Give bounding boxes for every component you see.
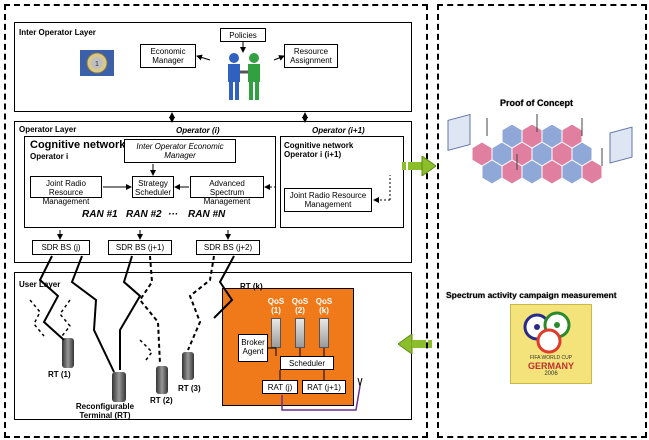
sdr-bs-j-label: SDR BS (j) — [41, 243, 81, 252]
ran-2-label: RAN #2 — [126, 209, 162, 220]
cognitive-network-2-title: Cognitive network Operator i (i+1) — [284, 141, 353, 159]
operator-layer-title: Operator Layer — [19, 125, 77, 134]
cognitive-network-2-title-line2: Operator i (i+1) — [284, 150, 342, 159]
cognitive-network-title-line1: Cognitive network — [30, 139, 126, 151]
qos-k-label-line1: QoS — [315, 297, 333, 306]
sdr-bs-j-box: SDR BS (j) — [32, 240, 90, 255]
rat-j1-label: RAT (j+1) — [307, 383, 341, 392]
jrrm-2-box: Joint Radio Resource Management — [284, 188, 372, 212]
resource-assignment-label: Resource Assignment — [290, 47, 332, 65]
inter-operator-title: Inter Operator Layer — [19, 28, 96, 37]
scheduler-box: Scheduler — [280, 356, 334, 370]
rat-j1-box: RAT (j+1) — [302, 380, 346, 394]
phone-rt3-icon — [182, 352, 194, 380]
jrrm-2-label: Joint Radio Resource Management — [289, 191, 367, 209]
reconfigurable-terminal-text: Reconfigurable Terminal (RT) — [75, 402, 135, 420]
qos-1-label: QoS (1) — [266, 297, 286, 315]
ran-dots-label: ··· — [168, 209, 178, 220]
scheduler-label: Scheduler — [288, 359, 326, 368]
phone-rt2-icon — [156, 366, 168, 394]
phone-rt1-icon — [62, 338, 74, 368]
rt-3-label: RT (3) — [178, 384, 201, 393]
world-cup-line1: FIFA WORLD CUP — [529, 355, 573, 361]
cognitive-network-2-title-line1: Cognitive network — [284, 141, 354, 150]
advanced-spectrum-box: Advanced Spectrum Management — [190, 176, 264, 206]
cognitive-network-operator-i1 — [280, 136, 404, 228]
qos-k-label: QoS (k) — [314, 297, 334, 315]
policies-label: Policies — [229, 31, 257, 40]
user-layer-title: User Layer — [19, 280, 61, 289]
sdr-bs-j1-label: SDR BS (j+1) — [115, 243, 165, 252]
qos-2-label-line2: (2) — [295, 306, 305, 315]
advanced-spectrum-label: Advanced Spectrum Management — [203, 179, 251, 206]
operator-i1-label: Operator (i+1) — [312, 126, 365, 135]
cognitive-network-title: Cognitive network Operator i — [30, 140, 125, 162]
operator-i-label: Operator (i) — [176, 126, 220, 135]
broker-agent-box: Broker Agent — [238, 334, 268, 362]
world-cup-emblem-icon — [523, 311, 571, 354]
qos-1-label-line1: QoS — [267, 297, 285, 306]
svg-text:1: 1 — [95, 61, 99, 68]
rat-j-box: RAT (j) — [262, 380, 298, 394]
qos-k-bar — [319, 318, 329, 348]
qos-2-label: QoS (2) — [290, 297, 310, 315]
jrrm-label: Joint Radio Resource Management — [42, 179, 90, 206]
inter-operator-economic-manager-label: Inter Operator Economic Manager — [136, 142, 224, 160]
sdr-bs-j2-label: SDR BS (j+2) — [203, 243, 253, 252]
jrrm-box: Joint Radio Resource Management — [30, 176, 102, 206]
euro-coin-icon: 1 — [80, 50, 114, 76]
world-cup-line3: 2006 — [544, 371, 558, 377]
rat-j-label: RAT (j) — [267, 383, 293, 392]
ran-n-label: RAN #N — [188, 209, 226, 220]
policies-box: Policies — [220, 28, 266, 42]
rt-1-label: RT (1) — [48, 370, 71, 379]
rt-2-label: RT (2) — [150, 396, 173, 405]
spectrum-campaign-title: Spectrum activity campaign measurement — [446, 290, 617, 300]
inter-operator-economic-manager-box: Inter Operator Economic Manager — [124, 139, 236, 163]
handshake-people-icon — [222, 50, 266, 104]
proof-of-concept-illustration — [442, 108, 642, 192]
proof-of-concept-title: Proof of Concept — [500, 98, 573, 108]
world-cup-logo: FIFA WORLD CUP GERMANY 2006 — [510, 304, 592, 384]
sdr-bs-j2-box: SDR BS (j+2) — [196, 240, 260, 255]
ran-1-label: RAN #1 — [82, 209, 118, 220]
arrow-right-to-proof-icon — [402, 156, 436, 176]
reconfigurable-terminal-label: Reconfigurable Terminal (RT) — [74, 402, 136, 420]
strategy-scheduler-box: Strategy Scheduler — [132, 176, 174, 198]
sdr-bs-j1-box: SDR BS (j+1) — [108, 240, 172, 255]
economic-manager-label: Economic Manager — [150, 47, 186, 65]
rt-k-label: RT (k) — [240, 282, 263, 291]
right-panel-frame — [437, 4, 647, 438]
world-cup-line2: GERMANY — [527, 361, 574, 371]
cognitive-network-title-line2: Operator i — [30, 152, 69, 161]
phone-rt-reconf-icon — [112, 372, 126, 402]
world-cup-text: FIFA WORLD CUP GERMANY 2006 — [511, 355, 591, 378]
arrow-left-from-spectrum-icon — [398, 334, 434, 354]
economic-manager-box: Economic Manager — [140, 44, 196, 68]
resource-assignment-box: Resource Assignment — [284, 44, 338, 68]
strategy-scheduler-label: Strategy Scheduler — [134, 179, 172, 197]
qos-2-bar — [295, 318, 305, 348]
qos-2-label-line1: QoS — [291, 297, 309, 306]
left-panel-frame — [4, 4, 428, 438]
qos-1-label-line2: (1) — [271, 306, 281, 315]
qos-k-label-line2: (k) — [319, 306, 329, 315]
broker-agent-label: Broker Agent — [241, 338, 265, 356]
hex-cell-map-icon — [447, 113, 633, 185]
